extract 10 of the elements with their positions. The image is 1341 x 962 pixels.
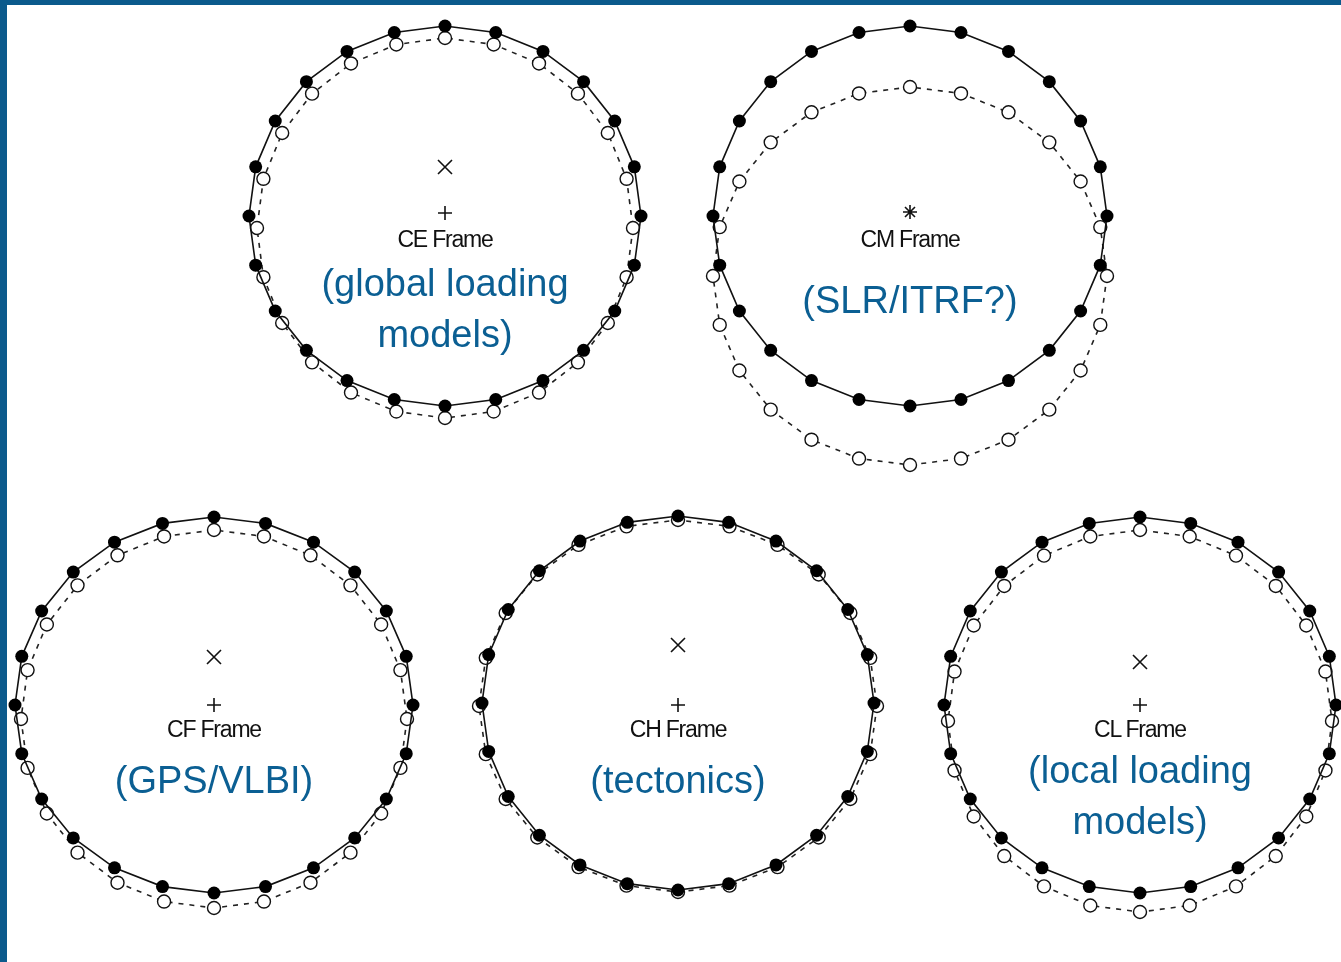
frame-label: CL Frame	[1094, 716, 1186, 743]
method-label: (tectonics)	[589, 758, 767, 803]
frame-label: CE Frame	[397, 226, 493, 253]
frame-label: CH Frame	[629, 716, 727, 743]
method-label: (SLR/ITRF?)	[801, 278, 1019, 323]
method-label: (local loading models)	[1027, 748, 1253, 845]
method-label: (global loading models)	[320, 261, 570, 358]
frame-label: CM Frame	[860, 226, 960, 253]
frame-label: CF Frame	[167, 716, 261, 743]
method-label: (GPS/VLBI)	[113, 758, 315, 803]
